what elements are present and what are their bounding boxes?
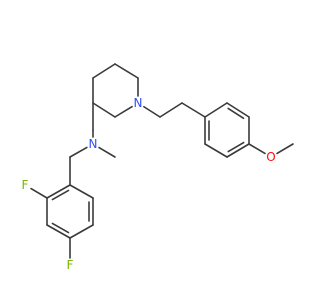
single-bond-1 xyxy=(92,63,116,79)
single-bond-5 xyxy=(92,102,116,118)
bond-layer xyxy=(30,63,294,259)
atom-label-layer: N N O F F xyxy=(22,96,276,272)
single-bond-20 xyxy=(69,146,88,158)
single-bond-25 xyxy=(69,224,94,239)
double-bond-inner-10 xyxy=(227,107,245,120)
single-bond-6 xyxy=(143,105,161,118)
single-bond-7 xyxy=(159,102,183,118)
double-bond-10 xyxy=(226,102,250,118)
single-bond-28 xyxy=(30,187,48,199)
single-bond-2 xyxy=(114,63,139,79)
single-bond-27 xyxy=(69,184,94,199)
double-bond-inner-22 xyxy=(51,189,70,201)
fluorine-ortho-label: F xyxy=(22,178,29,192)
amine-nitrogen-label: N xyxy=(89,137,98,151)
fluorine-para-label: F xyxy=(67,258,74,272)
double-bond-inner-24 xyxy=(51,222,70,234)
single-bond-15 xyxy=(248,143,266,155)
single-bond-9 xyxy=(204,102,228,118)
methoxy-oxygen-label: O xyxy=(266,150,275,164)
single-bond-13 xyxy=(204,143,228,158)
single-bond-4 xyxy=(114,105,133,118)
single-bond-16 xyxy=(276,143,294,155)
double-bond-inner-12 xyxy=(227,141,245,153)
chemical-structure-diagram: N N O F F xyxy=(21,63,294,272)
double-bond-22 xyxy=(46,184,71,199)
piperidine-nitrogen-label: N xyxy=(134,96,143,110)
double-bond-24 xyxy=(46,224,71,239)
double-bond-12 xyxy=(226,143,250,158)
single-bond-19 xyxy=(98,146,116,158)
single-bond-8 xyxy=(181,102,206,118)
